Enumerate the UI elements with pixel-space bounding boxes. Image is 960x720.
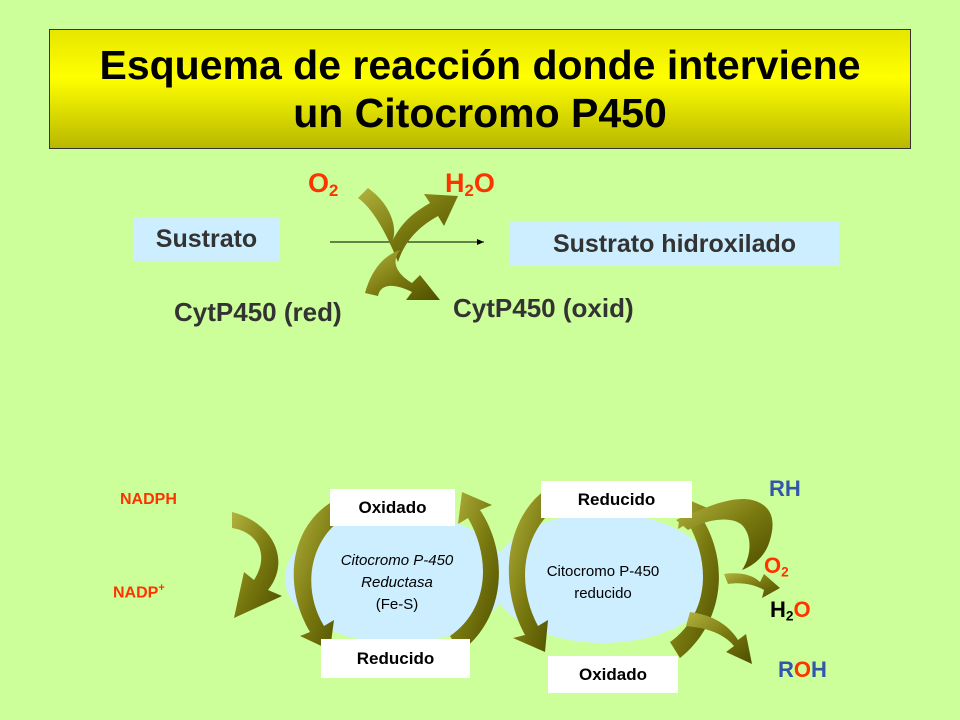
p450-left-arrow <box>508 490 556 652</box>
p450-line-2: reducido <box>574 585 632 602</box>
p450-reducido-box: Reducido <box>541 481 692 518</box>
reductase-right-arrow <box>450 492 499 652</box>
cyt-red-label: CytP450 (red) <box>174 297 342 327</box>
rh-arrow <box>676 499 773 570</box>
o2-arrow <box>724 573 780 598</box>
h2o-sub: 2 <box>464 181 474 201</box>
o2-sub: 2 <box>329 181 339 201</box>
h2o-h: H <box>445 168 465 198</box>
h2o-bottom-h: H <box>770 597 786 622</box>
o2-bottom-main: O <box>764 553 782 578</box>
reductase-line-3: (Fe-S) <box>375 596 419 613</box>
h2o-bottom-label: H2O <box>770 597 811 623</box>
p450-line-1: Citocromo P-450 <box>546 563 660 580</box>
reductase-ellipse <box>285 513 509 643</box>
nadp-label: NADP+ <box>113 582 165 602</box>
reductase-left-arrow <box>293 500 346 650</box>
sustrato-label: Sustrato <box>155 224 258 253</box>
o2-bottom-label: O2 <box>764 553 789 579</box>
nadph-arrow <box>232 512 282 618</box>
sustrato-hidroxilado-box: Sustrato hidroxilado <box>510 222 839 266</box>
p450-oxidado-box: Oxidado <box>548 656 678 693</box>
reductase-line-1: Citocromo P-450 <box>340 552 454 569</box>
cyt-oxid-label: CytP450 (oxid) <box>453 293 634 323</box>
sustrato-hidroxilado-label: Sustrato hidroxilado <box>552 229 797 258</box>
roh-arrow <box>686 612 752 664</box>
p450-ellipse <box>491 513 715 643</box>
roh-h: H <box>811 657 827 682</box>
p450-name: Citocromo P-450 reducido <box>510 561 696 605</box>
reductase-name: Citocromo P-450 Reductasa (Fe-S) <box>300 550 494 616</box>
roh-r: R <box>778 657 794 682</box>
sustrato-box: Sustrato <box>133 217 280 261</box>
h2o-bottom-sub: 2 <box>785 608 794 624</box>
rh-label: RH <box>769 476 801 501</box>
title-line-2: un Citocromo P450 <box>293 90 667 136</box>
reductase-reducido-box: Reducido <box>321 639 470 678</box>
nadph-label: NADPH <box>120 491 177 508</box>
roh-label: ROH <box>778 657 827 683</box>
reductase-reducido-label: Reducido <box>356 648 435 668</box>
title-banner: Esquema de reacción donde interviene un … <box>49 29 911 149</box>
h2o-bottom-o: O <box>793 597 811 622</box>
reductase-line-2: Reductasa <box>361 574 433 591</box>
p450-reducido-label: Reducido <box>577 489 656 509</box>
title-line-1: Esquema de reacción donde interviene <box>99 42 861 88</box>
reductase-oxidado-box: Oxidado <box>330 489 455 526</box>
p450-oxidado-label: Oxidado <box>578 664 647 684</box>
cyt-curved-arrow <box>365 250 440 300</box>
h2o-label: H2O <box>445 168 495 201</box>
h2o-o: O <box>473 168 495 198</box>
nadp-main: NADP <box>113 584 159 602</box>
o2-label: O2 <box>308 168 338 201</box>
reductase-oxidado-label: Oxidado <box>358 497 427 517</box>
o2-main: O <box>308 168 330 198</box>
o2-h2o-curved-arrow <box>358 188 458 262</box>
o2-bottom-sub: 2 <box>781 564 789 580</box>
roh-o: O <box>793 657 812 682</box>
nadp-sup: + <box>158 582 165 594</box>
